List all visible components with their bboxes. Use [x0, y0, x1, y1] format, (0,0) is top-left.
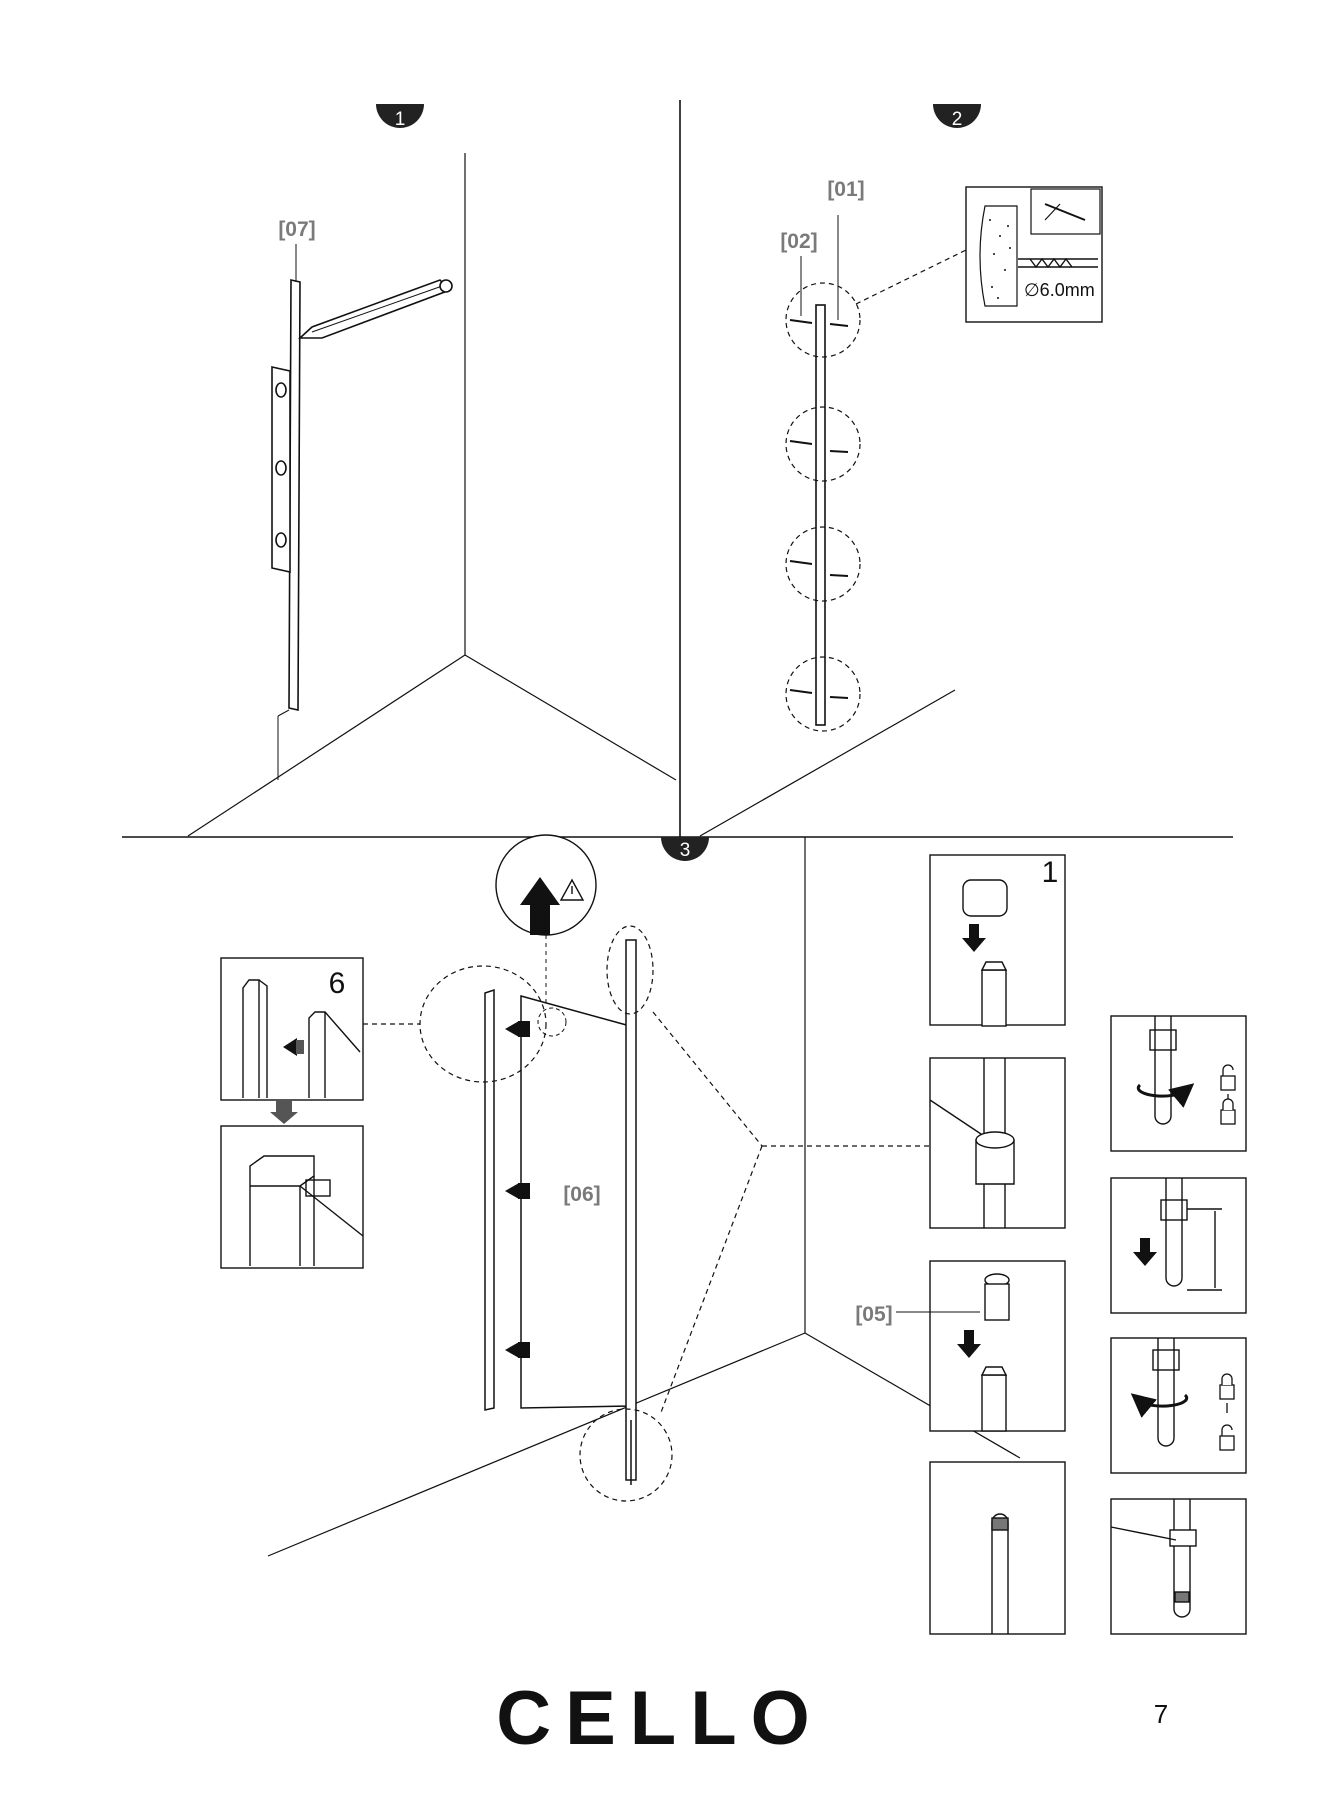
step-2-panel: 2 [01] [02] — [700, 104, 1102, 836]
rod-end-inset — [930, 1462, 1065, 1634]
part-label-01: [01] — [827, 178, 864, 201]
room-corner-1 — [188, 153, 676, 836]
down-arrow-icon — [270, 1100, 298, 1124]
lock-rotate-inset — [1111, 1338, 1246, 1473]
step-3-number: 3 — [680, 840, 691, 861]
step-1-badge: 1 — [376, 104, 424, 130]
brand-logo: CELLO — [496, 1676, 824, 1761]
part-callout-01: [01] — [827, 178, 864, 320]
step-1-panel: 1 [07] — [188, 104, 676, 836]
page-number: 7 — [1154, 1699, 1168, 1729]
part-label-05: [05] — [855, 1303, 892, 1326]
room-corner-3 — [268, 837, 1020, 1556]
part-label-02: [02] — [780, 230, 817, 253]
room-corner-2 — [700, 690, 955, 836]
end-cap-inset — [930, 1261, 1065, 1431]
part-callout-02: [02] — [780, 230, 817, 316]
inset-number-6: 6 — [329, 967, 346, 1000]
door-assembly — [485, 940, 636, 1485]
part-label-07: [07] — [278, 218, 315, 241]
drill-size-label: ∅6.0mm — [1024, 280, 1095, 300]
step-3-panel: 3 — [221, 835, 1246, 1634]
pencil-icon — [300, 280, 452, 338]
unlock-rotate-inset — [1111, 1016, 1246, 1151]
detail-callouts — [363, 926, 930, 1501]
wall-profile-2 — [816, 305, 825, 725]
drill-detail-leader — [856, 250, 966, 304]
profile-result-inset — [221, 1126, 363, 1268]
inset-number-1: 1 — [1042, 856, 1059, 889]
profile-detail-inset: 6 — [221, 958, 363, 1124]
spirit-level — [272, 367, 290, 572]
step-1-number: 1 — [395, 109, 406, 130]
step-3-badge: 3 — [661, 837, 709, 861]
step-2-badge: 2 — [933, 104, 981, 130]
warning-callout — [496, 835, 596, 1010]
part-label-06: [06] — [563, 1183, 600, 1206]
hinge-detail-inset — [930, 1058, 1065, 1228]
step-2-number: 2 — [952, 109, 963, 130]
cap-insert-inset: 1 — [930, 855, 1065, 1026]
drill-detail-box: ∅6.0mm — [966, 187, 1102, 322]
part-callout-07: [07] — [278, 218, 315, 282]
final-position-inset — [1111, 1499, 1246, 1634]
height-adjust-inset — [1111, 1178, 1246, 1313]
